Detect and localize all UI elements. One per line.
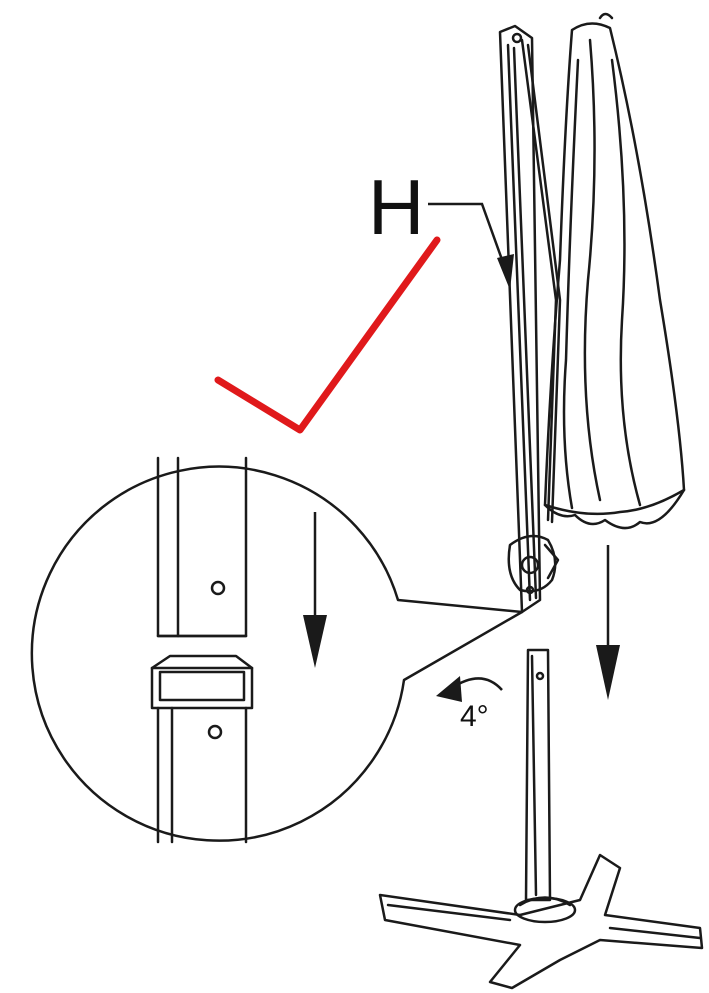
down-arrow-icon [303,512,327,668]
part-label-h: H [368,163,425,251]
crank-hub [507,534,560,593]
lower-tube-detail [150,654,254,844]
umbrella-arm [498,24,562,614]
zoom-callout [30,465,524,842]
base-pole [524,648,552,902]
upper-tube-detail [156,456,248,638]
check-mark-icon [214,236,441,434]
curved-arrow-icon [436,676,503,702]
rotation-angle-label: 4° [460,700,489,733]
closed-canopy [543,12,686,530]
label-h-leader [428,202,514,290]
cross-base [378,853,704,990]
canopy-down-arrow-icon [596,545,620,700]
